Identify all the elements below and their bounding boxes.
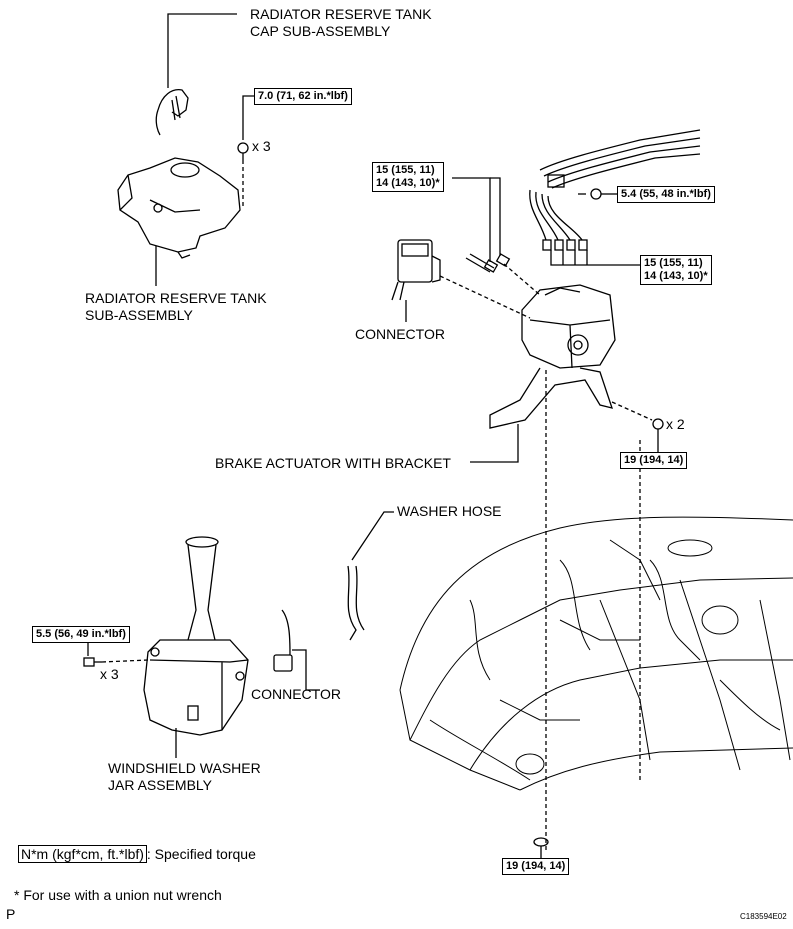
actuator-bolt-qty: x 2 [666, 416, 685, 432]
torque-lower-bolt: 19 (194, 14) [502, 858, 570, 875]
legend-desc: : Specified torque [146, 846, 256, 862]
washer-bolt [83, 657, 102, 667]
torque-connector-nut: 15 (155, 11) 14 (143, 10)* [372, 162, 444, 192]
connector-1-label: CONNECTOR [355, 326, 445, 342]
connector-nut-pipes [465, 253, 511, 273]
torque-washer-jar: 5.5 (56, 49 in.*lbf) [32, 626, 130, 643]
washer-jar-label: WINDSHIELD WASHER JAR ASSEMBLY [108, 760, 261, 793]
pipe-bolt [578, 188, 602, 200]
actuator-bolt [652, 418, 664, 436]
connector-2-part [273, 609, 293, 672]
radiator-tank-label: RADIATOR RESERVE TANK SUB-ASSEMBLY [85, 290, 267, 323]
torque-legend: N*m (kgf*cm, ft.*lbf): Specified torque [18, 845, 256, 863]
radiator-cap-part [155, 89, 189, 136]
actuator-leader [470, 424, 519, 463]
brake-actuator-label: BRAKE ACTUATOR WITH BRACKET [215, 455, 451, 471]
connector-1-part [391, 239, 441, 301]
radiator-bolt-qty: x 3 [252, 138, 271, 154]
corner-mark: P [6, 906, 16, 922]
figure-id: C183594E02 [740, 912, 787, 921]
brake-lines [529, 129, 701, 251]
washer-jar-part [143, 536, 249, 736]
brake-actuator-part [489, 284, 616, 429]
radiator-cap-label: RADIATOR RESERVE TANK CAP SUB-ASSEMBLY [250, 6, 432, 39]
washer-bolt-qty: x 3 [100, 666, 119, 682]
union-nut-note: * For use with a union nut wrench [14, 887, 222, 903]
engine-bay-part [399, 516, 793, 791]
washer-hose-label: WASHER HOSE [397, 503, 502, 519]
torque-pipe-bolt: 5.4 (55, 48 in.*lbf) [617, 186, 715, 203]
legend-unit-box: N*m (kgf*cm, ft.*lbf) [18, 845, 147, 863]
torque-pipe-nut: 15 (155, 11) 14 (143, 10)* [640, 255, 712, 285]
cap-leader [167, 13, 237, 88]
torque-radiator-tank: 7.0 (71, 62 in.*lbf) [254, 88, 352, 105]
torque-actuator-bracket: 19 (194, 14) [620, 452, 688, 469]
radiator-bolt [237, 142, 249, 160]
washer-hose-part [347, 565, 365, 641]
connector-2-label: CONNECTOR [251, 686, 341, 702]
radiator-tank-part [117, 157, 241, 259]
